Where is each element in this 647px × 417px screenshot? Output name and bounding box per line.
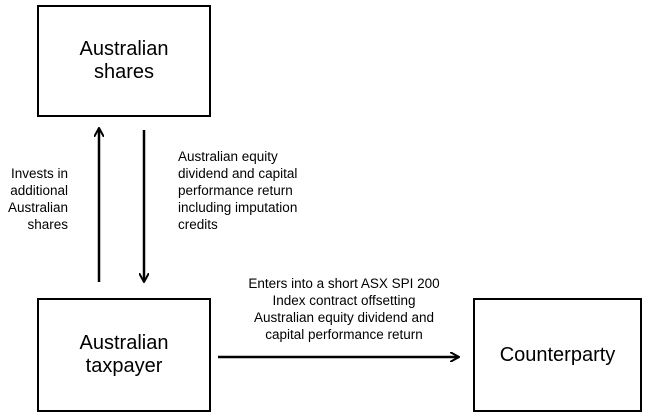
australian-shares-box: Australian shares [37,5,211,117]
short-contract-label: Enters into a short ASX SPI 200 Index co… [248,276,440,342]
australian-shares-label: Australian shares [80,38,169,84]
australian-taxpayer-label: Australian taxpayer [80,332,169,378]
counterparty-box: Counterparty [473,298,642,412]
australian-shares-line1: Australian [79,38,169,60]
invests-label: Invests in additional Australian shares [7,166,68,232]
australian-taxpayer-line2: taxpayer [85,355,163,377]
australian-shares-line2: shares [93,61,155,83]
australian-taxpayer-box: Australian taxpayer [37,298,211,412]
return-label: Australian equity dividend and capital p… [178,149,298,232]
australian-taxpayer-line1: Australian [79,332,169,354]
counterparty-label: Counterparty [499,343,616,366]
